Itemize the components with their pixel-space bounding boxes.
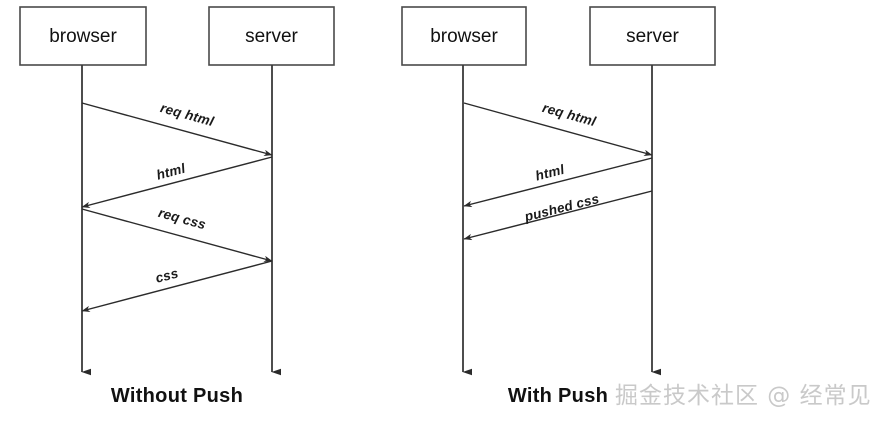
- message-html-2: html: [463, 157, 653, 208]
- message-arrow-css: [81, 260, 273, 313]
- actor-label-browser2: browser: [430, 26, 498, 47]
- actor-box-server[interactable]: [208, 6, 335, 66]
- actor-box-browser2[interactable]: [401, 6, 527, 66]
- actor-server2[interactable]: server: [589, 6, 716, 376]
- actor-browser[interactable]: browser: [19, 6, 147, 376]
- message-label-html-2: html: [534, 162, 566, 184]
- message-label-req-css: req css: [157, 205, 208, 232]
- message-arrow-req-html: [81, 102, 273, 156]
- diagram-without-push: browser server req html html req css cssWitho…: [19, 6, 335, 407]
- diagram-with-push: browser server req html html pushed cssWith …: [401, 6, 716, 407]
- message-req-html: req html: [81, 100, 273, 156]
- actor-label-server: server: [245, 26, 298, 47]
- actor-server[interactable]: server: [208, 6, 335, 376]
- message-label-req-html-2: req html: [541, 100, 598, 129]
- message-arrow-html-2: [463, 157, 653, 208]
- message-html: html: [81, 156, 273, 209]
- actor-box-browser[interactable]: [19, 6, 147, 66]
- caption-with-push: With Push: [508, 385, 608, 407]
- message-css: css: [81, 260, 273, 313]
- caption-without-push: Without Push: [111, 385, 243, 407]
- message-label-css: css: [154, 265, 180, 285]
- actor-browser2[interactable]: browser: [401, 6, 527, 376]
- actor-box-server2[interactable]: [589, 6, 716, 66]
- message-arrow-req-html-2: [463, 102, 653, 156]
- message-label-req-html: req html: [159, 100, 216, 129]
- message-arrow-pushed-css: [463, 190, 653, 241]
- message-req-html-2: req html: [463, 100, 653, 156]
- message-label-html: html: [155, 161, 187, 183]
- message-arrow-req-css: [81, 208, 273, 262]
- message-label-pushed-css: pushed css: [522, 191, 601, 225]
- watermark-text: 掘金技术社区 @ 经常见: [615, 383, 872, 409]
- message-req-css: req css: [81, 205, 273, 262]
- actor-label-browser: browser: [49, 26, 117, 47]
- message-arrow-html: [81, 156, 273, 209]
- actor-label-server2: server: [626, 26, 679, 47]
